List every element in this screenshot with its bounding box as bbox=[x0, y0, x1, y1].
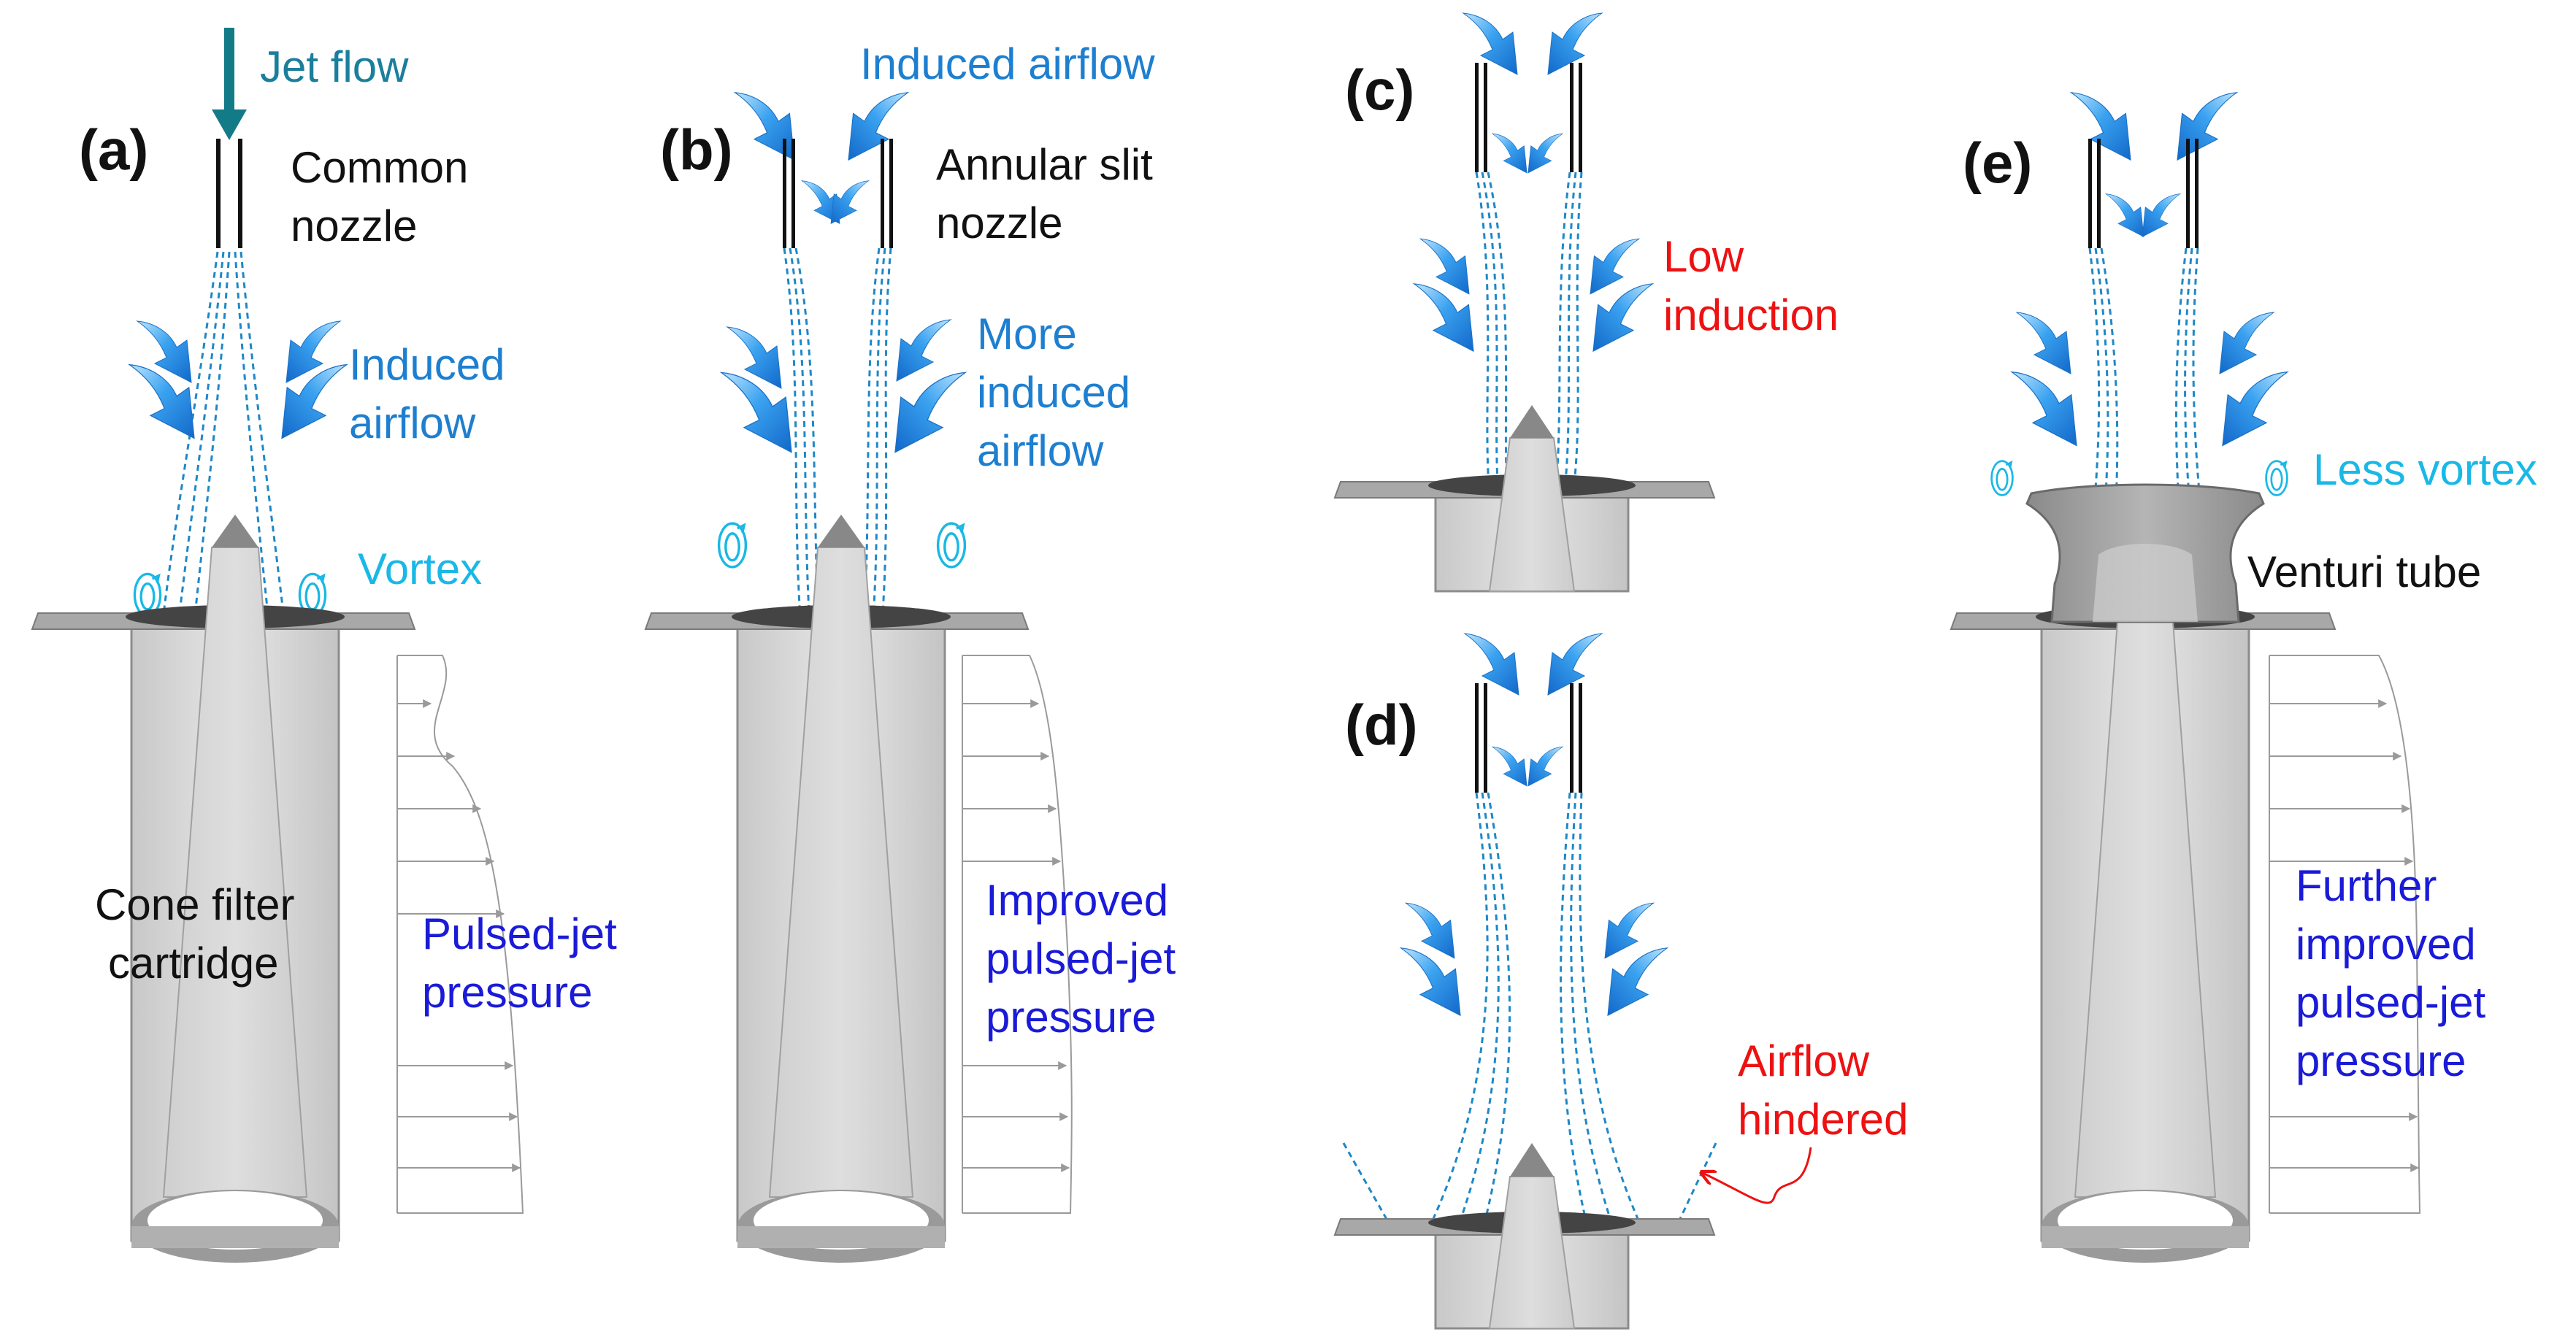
pressure-label-line1: Improved bbox=[986, 876, 1168, 925]
jet-streamlines bbox=[1475, 172, 1583, 497]
induced-label-line2: airflow bbox=[349, 399, 476, 447]
venturi-tube bbox=[2025, 483, 2265, 623]
panel-a: (a) Jet flow Common nozzle Induced airfl… bbox=[31, 28, 617, 1263]
pressure-label-line2: pulsed-jet bbox=[986, 934, 1176, 983]
pressure-profile-e bbox=[2269, 655, 2421, 1214]
induced-arrow-icon bbox=[1463, 12, 1518, 75]
jet-flow-label: Jet flow bbox=[260, 42, 409, 91]
pressure-label-line1: Pulsed-jet bbox=[422, 909, 617, 958]
hindered-label-line2: hindered bbox=[1738, 1095, 1909, 1144]
induced-arrow-icon bbox=[830, 180, 870, 224]
induced-arrow-icon bbox=[2016, 312, 2071, 374]
common-nozzle bbox=[216, 139, 242, 248]
hindered-pointer-arrow bbox=[1701, 1147, 1812, 1204]
pressure-label-line1: Further bbox=[2296, 861, 2437, 910]
hindered-label-line1: Airflow bbox=[1738, 1036, 1870, 1085]
induced-arrow-icon bbox=[848, 92, 908, 161]
induced-arrow-icon bbox=[1547, 12, 1603, 75]
vortex-icon bbox=[2264, 459, 2289, 497]
annular-slit-nozzle bbox=[1475, 683, 1582, 793]
jet-arrow-icon bbox=[212, 28, 247, 140]
annular-slit-nozzle bbox=[2088, 139, 2199, 248]
induced-arrow-icon bbox=[894, 372, 966, 453]
cartridge-label-line1: Cone filter bbox=[95, 880, 294, 929]
induced-arrow-icon bbox=[1492, 133, 1527, 174]
induced-arrow-icon bbox=[1547, 633, 1603, 696]
induced-arrow-icon bbox=[2219, 312, 2274, 374]
induced-top-label: Induced airflow bbox=[860, 39, 1155, 88]
pressure-label-line3: pulsed-jet bbox=[2296, 978, 2485, 1027]
cone-filter-cartridge bbox=[1333, 405, 1716, 593]
low-label-line2: induction bbox=[1663, 290, 1839, 339]
annular-slit-nozzle bbox=[783, 139, 893, 248]
cone-filter-cartridge bbox=[644, 515, 1030, 1263]
induced-arrow-icon bbox=[2071, 92, 2131, 161]
panel-d: (d) Airflow hindered bbox=[1333, 633, 1909, 1330]
nozzle-label-line2: nozzle bbox=[291, 201, 417, 250]
induced-arrow-icon bbox=[1607, 947, 1668, 1016]
induced-arrow-icon bbox=[1419, 238, 1470, 295]
induced-arrow-icon bbox=[1405, 902, 1455, 959]
panel-e: (e) Less vortex bbox=[1950, 92, 2537, 1263]
induced-arrow-icon bbox=[1527, 746, 1563, 787]
panel-d-letter: (d) bbox=[1345, 693, 1418, 757]
nozzle-label-line1: Annular slit bbox=[936, 140, 1153, 189]
cartridge-label-line2: cartridge bbox=[108, 939, 278, 988]
nozzle-label-line2: nozzle bbox=[936, 199, 1062, 247]
low-label-line1: Low bbox=[1663, 232, 1744, 281]
induced-arrow-icon bbox=[2011, 372, 2077, 447]
nozzle-label-line1: Common bbox=[291, 143, 468, 192]
jet-streamlines bbox=[158, 251, 289, 650]
vortex-icon bbox=[1990, 459, 2015, 497]
pressure-label-line2: improved bbox=[2296, 920, 2476, 969]
induced-arrow-icon bbox=[1590, 238, 1640, 295]
induced-arrow-icon bbox=[2142, 193, 2181, 237]
pressure-profile-b bbox=[962, 655, 1073, 1214]
vortex-label: Vortex bbox=[358, 544, 482, 593]
more-label-line2: induced bbox=[977, 368, 1130, 417]
panel-e-letter: (e) bbox=[1963, 131, 2032, 195]
induced-arrow-icon bbox=[1464, 633, 1519, 696]
panel-c-letter: (c) bbox=[1345, 58, 1414, 122]
more-label-line1: More bbox=[977, 309, 1077, 358]
induced-arrow-icon bbox=[1400, 947, 1461, 1016]
panel-a-letter: (a) bbox=[79, 118, 148, 182]
pressure-label-line2: pressure bbox=[422, 968, 592, 1017]
more-label-line3: airflow bbox=[977, 426, 1104, 475]
panel-b-letter: (b) bbox=[660, 118, 733, 182]
cone-filter-cartridge bbox=[31, 515, 416, 1263]
less-vortex-label: Less vortex bbox=[2313, 445, 2537, 494]
induced-arrow-icon bbox=[2222, 372, 2288, 447]
induced-arrow-icon bbox=[896, 319, 951, 382]
cone-filter-cartridge bbox=[1950, 529, 2337, 1263]
pressure-profile-a bbox=[396, 655, 524, 1214]
induced-arrow-icon bbox=[1492, 746, 1527, 787]
venturi-label: Venturi tube bbox=[2247, 547, 2481, 596]
induced-arrow-icon bbox=[1604, 902, 1655, 959]
annular-slit-nozzle bbox=[1475, 63, 1582, 172]
induced-arrow-icon bbox=[1414, 283, 1474, 352]
pressure-label-line4: pressure bbox=[2296, 1036, 2466, 1085]
induced-arrow-icon bbox=[2105, 193, 2144, 237]
vortex-icon bbox=[719, 523, 746, 567]
induced-arrow-icon bbox=[1527, 133, 1563, 174]
panel-c: (c) Low induction bbox=[1333, 12, 1839, 593]
panel-b: (b) Induced airflow Annular slit nozzle … bbox=[644, 39, 1176, 1263]
induced-label-line1: Induced bbox=[349, 340, 505, 389]
induced-arrow-icon bbox=[1592, 283, 1653, 352]
cone-filter-cartridge bbox=[1333, 1143, 1716, 1330]
pressure-label-line3: pressure bbox=[986, 993, 1156, 1042]
vortex-icon bbox=[938, 523, 965, 567]
